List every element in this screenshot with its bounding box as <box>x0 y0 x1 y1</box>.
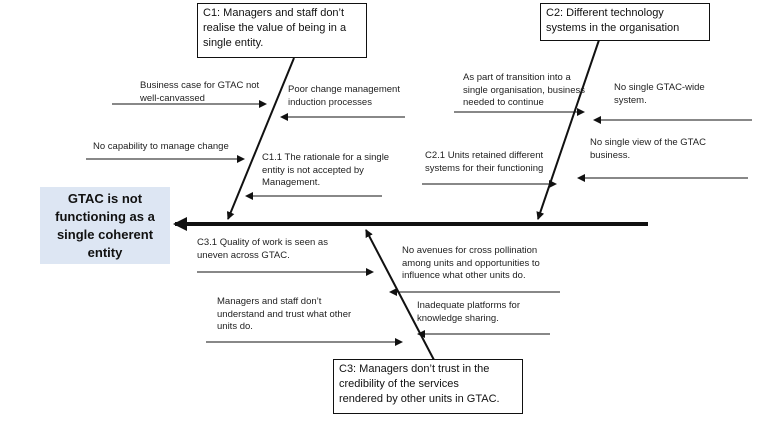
cause-inadequate: Inadequate platforms for knowledge shari… <box>417 300 520 324</box>
effect-box: GTAC is not functioning as a single cohe… <box>40 187 170 264</box>
cause-business-case: Business case for GTAC not well-canvasse… <box>140 80 260 104</box>
bone-c3 <box>365 229 435 361</box>
category-c1-box: C1: Managers and staff don’t realise the… <box>197 3 367 58</box>
category-c2-box: C2: Different technology systems in the … <box>540 3 710 41</box>
cause-c2-1-units: C2.1 Units retained different systems fo… <box>425 150 544 174</box>
cause-c3-1-quality: C3.1 Quality of work is seen as uneven a… <box>197 237 328 261</box>
cause-no-avenues: No avenues for cross pollination among u… <box>402 245 540 281</box>
cause-no-single-view: No single view of the GTAC business. <box>590 137 706 161</box>
category-c3-box: C3: Managers don’t trust in the credibil… <box>333 359 523 414</box>
cause-no-single-wide: No single GTAC-wide system. <box>614 82 705 106</box>
cause-c1-1-rationale: C1.1 The rationale for a single entity i… <box>262 152 390 188</box>
cause-poor-change: Poor change management induction process… <box>288 84 400 108</box>
cause-no-capability: No capability to manage change <box>93 141 229 152</box>
bone-c2 <box>536 39 600 220</box>
cause-managers-staff: Managers and staff don’t understand and … <box>217 296 352 332</box>
cause-transition: As part of transition into a single orga… <box>463 72 585 108</box>
bone-c1 <box>226 57 295 220</box>
